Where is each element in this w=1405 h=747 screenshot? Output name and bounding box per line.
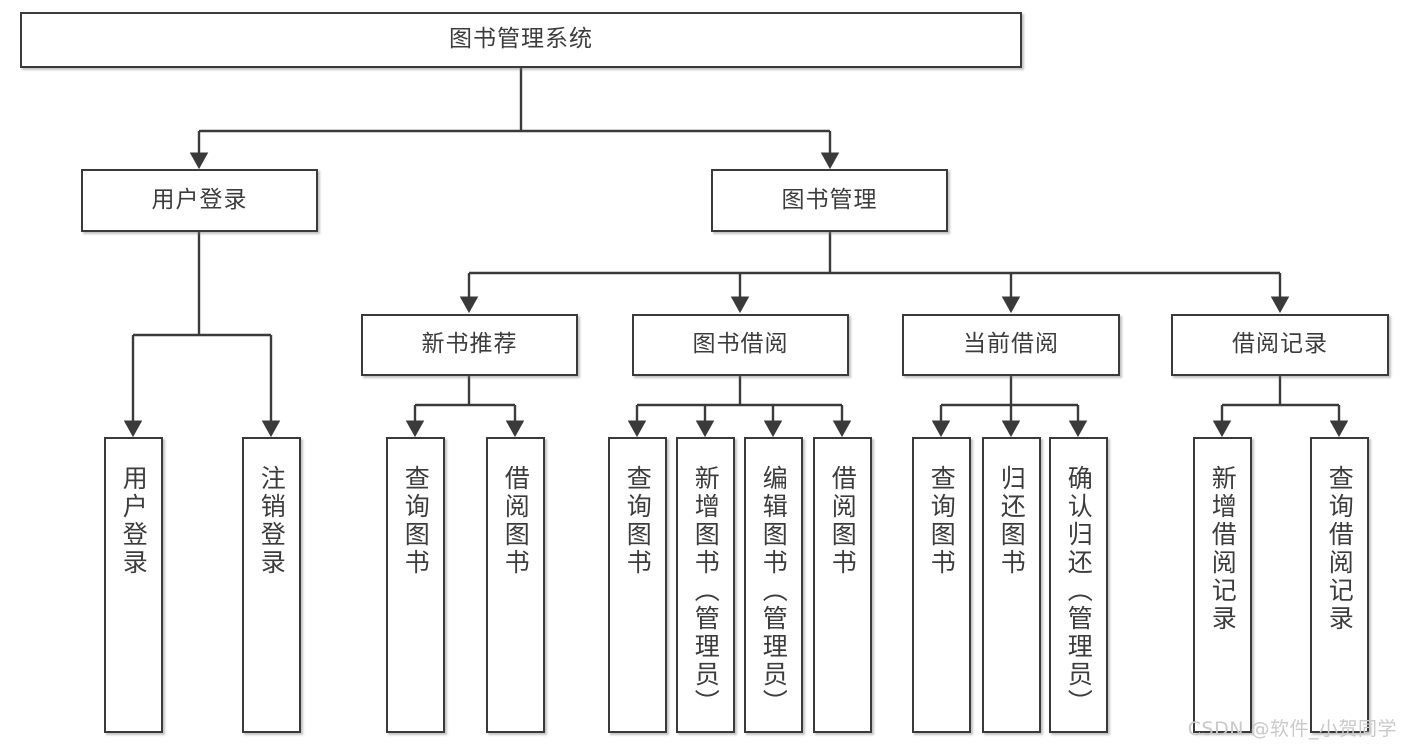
node-label: 查询图书 bbox=[927, 465, 957, 577]
csdn-watermark: CSDN @软件_小贺同学 bbox=[1187, 718, 1397, 740]
node-label: 借阅图书 bbox=[828, 465, 858, 577]
node-label: 归还图书 bbox=[997, 465, 1027, 577]
leaf-current-borrow-confirm-return-admin[interactable]: 确认归还（管理员） bbox=[1049, 437, 1108, 733]
node-label: 新增图书（管理员） bbox=[691, 465, 721, 717]
node-label: 图书管理 bbox=[781, 186, 878, 213]
node-label: 借阅记录 bbox=[1232, 331, 1328, 358]
node-new-book-recommend[interactable]: 新书推荐 bbox=[361, 314, 578, 376]
node-label: 查询借阅记录 bbox=[1325, 465, 1355, 633]
node-label: 图书管理系统 bbox=[449, 26, 593, 53]
leaf-user-login-logout[interactable]: 注销登录 bbox=[242, 437, 301, 733]
node-book-management[interactable]: 图书管理 bbox=[711, 169, 948, 232]
node-book-borrow[interactable]: 图书借阅 bbox=[632, 314, 849, 376]
node-root-book-management-system[interactable]: 图书管理系统 bbox=[20, 12, 1022, 68]
node-label: 注销登录 bbox=[257, 465, 287, 577]
node-borrow-record[interactable]: 借阅记录 bbox=[1171, 314, 1389, 376]
node-label: 用户登录 bbox=[119, 465, 149, 577]
leaf-current-borrow-return-book[interactable]: 归还图书 bbox=[982, 437, 1041, 733]
leaf-book-borrow-query-book[interactable]: 查询图书 bbox=[608, 437, 667, 733]
node-label: 借阅图书 bbox=[501, 465, 531, 577]
node-label: 编辑图书（管理员） bbox=[759, 465, 789, 717]
leaf-current-borrow-query-book[interactable]: 查询图书 bbox=[912, 437, 971, 733]
leaf-user-login-login[interactable]: 用户登录 bbox=[104, 437, 163, 733]
leaf-borrow-record-query-record[interactable]: 查询借阅记录 bbox=[1310, 437, 1369, 733]
node-user-login[interactable]: 用户登录 bbox=[81, 169, 318, 232]
node-current-borrow[interactable]: 当前借阅 bbox=[902, 314, 1120, 376]
leaf-new-book-borrow-book[interactable]: 借阅图书 bbox=[486, 437, 545, 733]
node-label: 新增借阅记录 bbox=[1208, 465, 1238, 633]
leaf-new-book-query-book[interactable]: 查询图书 bbox=[386, 437, 445, 733]
node-label: 用户登录 bbox=[151, 186, 248, 213]
leaf-book-borrow-add-book-admin[interactable]: 新增图书（管理员） bbox=[676, 437, 735, 733]
node-label: 当前借阅 bbox=[963, 331, 1059, 358]
node-label: 查询图书 bbox=[623, 465, 653, 577]
node-label: 图书借阅 bbox=[692, 331, 789, 358]
node-label: 查询图书 bbox=[401, 465, 431, 577]
node-label: 新书推荐 bbox=[421, 331, 518, 358]
leaf-book-borrow-edit-book-admin[interactable]: 编辑图书（管理员） bbox=[744, 437, 803, 733]
node-label: 确认归还（管理员） bbox=[1064, 465, 1094, 717]
leaf-book-borrow-borrow-book[interactable]: 借阅图书 bbox=[813, 437, 872, 733]
leaf-borrow-record-add-record[interactable]: 新增借阅记录 bbox=[1193, 437, 1252, 733]
